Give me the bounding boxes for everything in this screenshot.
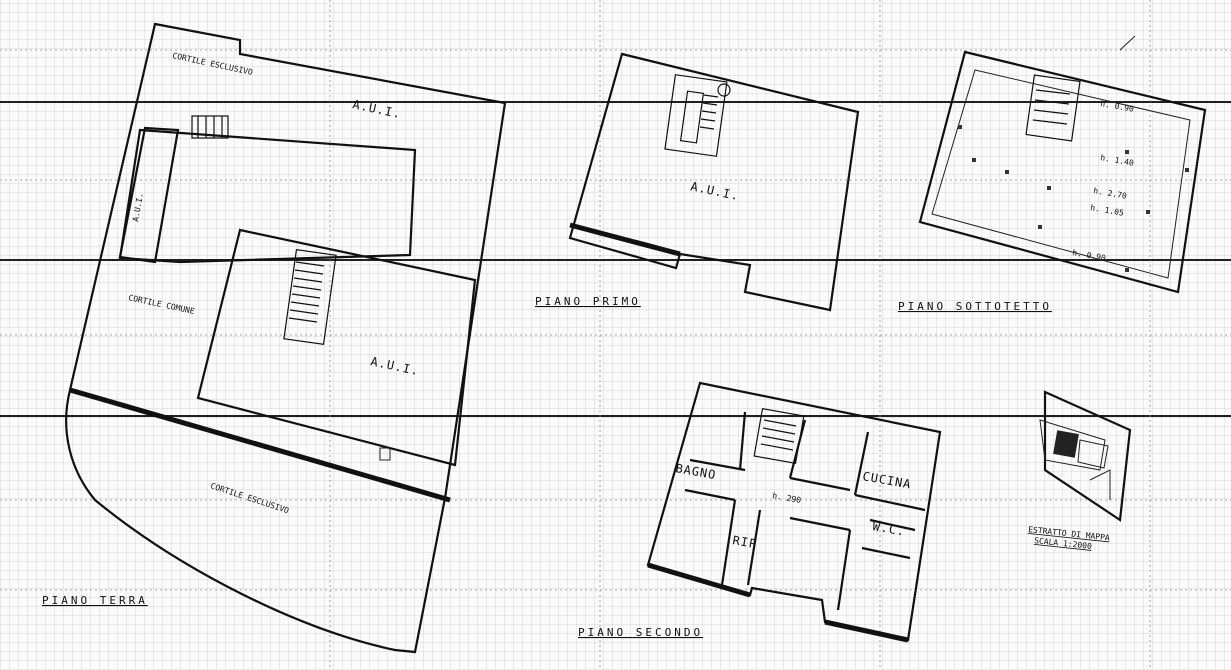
attic-outline: [918, 50, 1207, 294]
ground-front-line: [69, 387, 451, 503]
ground-plan-title: PIANO TERRA: [42, 594, 148, 607]
second-floor-plan: BAGNO CUCINA W.C. RIP h. 290 PIANO SECON…: [578, 381, 942, 643]
second-plan-title: PIANO SECONDO: [578, 626, 703, 639]
first-floor-outline: [568, 52, 860, 312]
ground-main-block: [196, 228, 477, 467]
ground-aui-left-strip: [118, 126, 180, 264]
room-height: h. 290: [772, 491, 802, 505]
ground-label-aui-center: A.U.I.: [369, 354, 420, 378]
ground-label-cortile-excl-bottom: CORTILE ESCLUSIVO: [209, 481, 290, 515]
first-floor-plan: A.U.I. PIANO PRIMO: [535, 52, 860, 312]
room-label-rip: RIP: [731, 533, 758, 551]
first-stairwell: [664, 74, 731, 157]
second-stairwell: [753, 408, 805, 464]
attic-height-2: h. 1.40: [1100, 153, 1135, 168]
attic-plan-title: PIANO SOTTOTETTO: [898, 300, 1052, 313]
attic-height-4: h. 1.05: [1090, 203, 1125, 218]
ground-small-box: [379, 447, 391, 461]
ground-label-aui-left: A.U.I.: [131, 192, 145, 222]
room-label-wc: W.C.: [871, 519, 906, 539]
corner-tick-mark: [1119, 35, 1136, 51]
attic-height-3: h. 2.70: [1093, 186, 1128, 201]
ground-label-aui-top: A.U.I.: [351, 97, 402, 121]
ground-inner-courtyard: [118, 128, 417, 264]
second-floor-walls: [684, 411, 926, 611]
site-map-extract: ESTRATTO DI MAPPA SCALA 1:2000: [1028, 390, 1132, 551]
second-floor-outline: [646, 381, 942, 642]
ground-staircase: [283, 248, 337, 346]
attic-stairwell: [1025, 74, 1081, 142]
first-plan-title: PIANO PRIMO: [535, 295, 641, 308]
first-label-aui: A.U.I.: [689, 179, 740, 203]
site-map-highlight: [1053, 430, 1079, 458]
ground-site-outline: [65, 22, 507, 654]
ground-label-cortile-comune: CORTILE COMUNE: [128, 293, 196, 316]
attic-column-marks: [958, 125, 1189, 272]
ground-floor-plan: CORTILE ESCLUSIVO A.U.I. A.U.I. CORTILE …: [42, 22, 507, 654]
room-label-cucina: CUCINA: [861, 469, 912, 491]
attic-plan: h. 0.90 h. 1.40 h. 2.70 h. 1.05 h. 0.90 …: [898, 35, 1207, 313]
ground-top-staircase: [191, 115, 229, 139]
